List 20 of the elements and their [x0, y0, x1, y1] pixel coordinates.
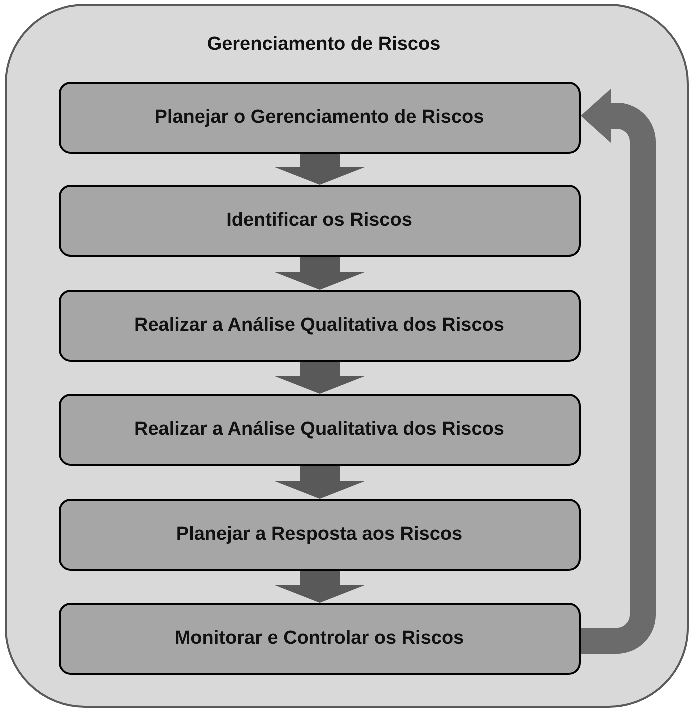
arrow	[274, 154, 366, 185]
arrow	[274, 571, 366, 603]
step-label: Planejar a Resposta aos Riscos	[176, 524, 463, 546]
group-heading: Gerenciamento de Riscos	[206, 34, 442, 56]
arrow	[274, 257, 366, 290]
arrow	[274, 466, 366, 499]
process-box	[58, 82, 580, 154]
step-label: Realizar a Análise Qualitativa dos Riscos	[134, 418, 504, 440]
step-label: Planejar o Gerenciamento de Riscos	[154, 106, 484, 128]
process-box	[58, 184, 580, 256]
arrow	[274, 362, 366, 394]
step-label: Realizar a Análise Qualitativa dos Riscos	[134, 314, 504, 336]
process-box	[58, 602, 580, 674]
step-label: Monitorar e Controlar os Riscos	[174, 628, 464, 650]
step-label: Identificar os Riscos	[226, 210, 412, 232]
process-box	[58, 290, 580, 362]
process-box	[58, 498, 580, 570]
process-box	[58, 394, 580, 466]
arrow	[581, 89, 656, 654]
group-container	[5, 4, 689, 708]
